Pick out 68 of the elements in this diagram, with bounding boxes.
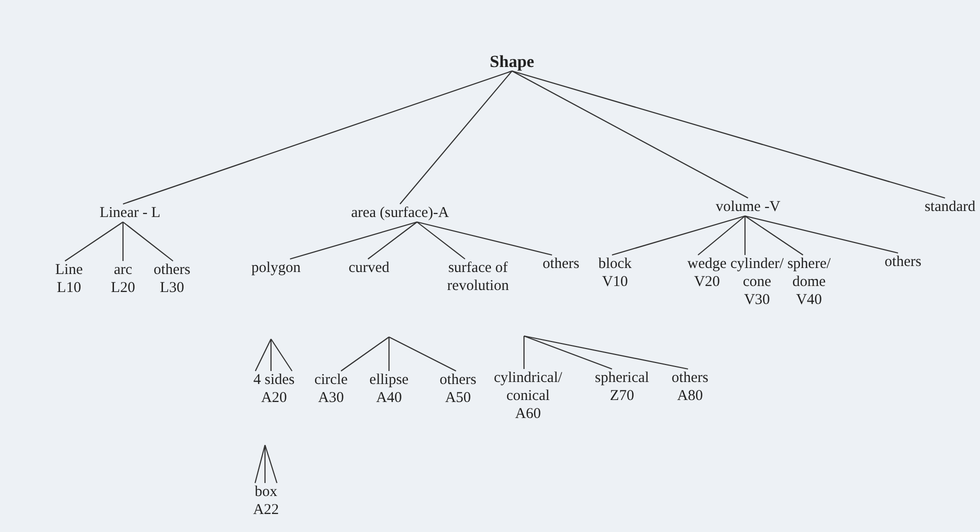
tree-label: polygon (251, 259, 301, 277)
connector-line (388, 336, 456, 372)
connector-line (264, 444, 278, 484)
tree-label: volume -V (716, 198, 780, 216)
connector-line (400, 70, 512, 204)
tree-label: 4 sides (253, 371, 295, 389)
tree-label: surface of revolution (446, 259, 510, 295)
connector-line (340, 336, 390, 372)
connector-line (523, 336, 525, 369)
tree-label: A40 (375, 389, 403, 407)
tree-label: others (542, 255, 580, 273)
tree-label: spherical (594, 369, 650, 387)
tree-label: standard (924, 198, 976, 216)
tree-label: Line (55, 261, 83, 279)
tree-label: A80 (676, 387, 704, 405)
connector-line (512, 70, 946, 199)
tree-label: others (440, 371, 476, 389)
connector-line (416, 222, 466, 260)
tree-label: V20 (693, 273, 721, 291)
connector-line (524, 335, 612, 370)
tree-label: sphere/ dome (786, 255, 832, 291)
tree-label: box (254, 483, 278, 501)
tree-label: A22 (253, 501, 279, 519)
tree-label: A50 (444, 389, 472, 407)
tree-label: others (672, 369, 708, 387)
tree-label: others (154, 261, 190, 279)
connector-line (270, 338, 292, 372)
connector-line (744, 216, 804, 256)
connector-line (388, 337, 390, 371)
connector-line (122, 222, 174, 262)
connector-line (254, 338, 272, 372)
connector-line (416, 221, 552, 256)
connector-line (744, 215, 898, 254)
tree-label: curved (348, 259, 390, 277)
tree-label: area (surface)-A (351, 204, 449, 222)
connector-line (512, 70, 748, 198)
tree-label: cylinder/ cone (730, 255, 784, 291)
tree-label: circle (314, 371, 348, 389)
connector-line (698, 216, 746, 256)
connector-line (612, 215, 746, 256)
tree-label: V10 (601, 273, 629, 291)
connector-line (264, 445, 266, 483)
tree-label: ellipse (369, 371, 409, 389)
tree-label: Linear - L (100, 204, 160, 222)
connector-line (524, 335, 688, 370)
tree-label: wedge (687, 255, 727, 273)
connector-line (122, 70, 512, 205)
connector-line (270, 339, 272, 371)
connector-line (122, 222, 124, 261)
tree-label: cylindrical/ conical (492, 369, 564, 405)
tree-label: L30 (158, 279, 186, 297)
connector-line (64, 222, 124, 262)
tree-label: L20 (110, 279, 136, 297)
tree-label: L10 (56, 279, 82, 297)
tree-label: arc (112, 261, 134, 279)
connector-line (744, 216, 746, 255)
tree-label: Shape (490, 53, 534, 71)
connector-line (290, 221, 418, 260)
connector-line (368, 222, 418, 260)
tree-label: V30 (743, 291, 771, 309)
connector-line (254, 444, 266, 484)
tree-label: V40 (795, 291, 823, 309)
tree-label: A20 (260, 389, 288, 407)
tree-label: Z70 (608, 387, 636, 405)
tree-label: block (598, 255, 632, 273)
tree-label: A30 (317, 389, 345, 407)
tree-label: others (884, 253, 922, 271)
tree-label: A60 (514, 405, 542, 423)
